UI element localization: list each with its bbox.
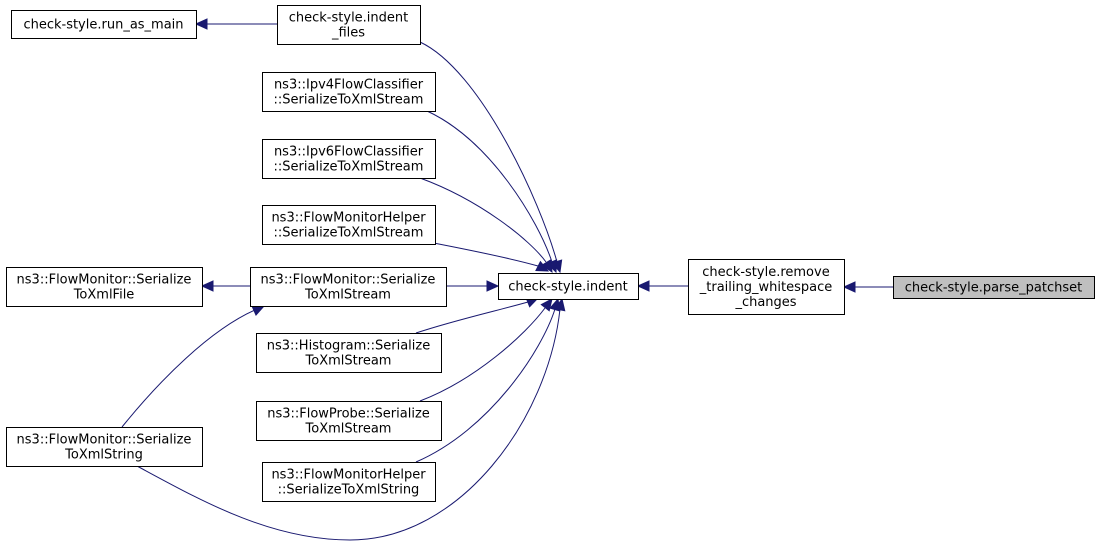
node-box — [262, 72, 436, 112]
node-label-line: ToXmlString — [64, 448, 143, 463]
node-box — [277, 5, 421, 45]
edge-fm_stream-to-fm_string — [121, 305, 266, 428]
edges-layer — [121, 18, 893, 541]
nodes-layer: check-style.run_as_main check-style.inden… — [6, 5, 1095, 502]
node-label-line: check-style.run_as_main — [23, 18, 183, 33]
node-box — [498, 273, 639, 300]
node-box — [256, 401, 442, 441]
node-label-line: ns3::FlowMonitor::Serialize — [261, 273, 436, 288]
node-label-line: _changes — [734, 295, 796, 310]
node-fmhelper_stream[interactable]: ns3::FlowMonitorHelper::SerializeToXmlSt… — [262, 205, 436, 245]
edge-indent-to-ipv4_serialize — [426, 110, 558, 274]
node-box — [262, 462, 436, 502]
node-fmhelper_string[interactable]: ns3::FlowMonitorHelper::SerializeToXmlSt… — [262, 462, 436, 502]
node-label-line: ToXmlStream — [304, 288, 391, 303]
edge-indent-to-fmhelper_stream — [417, 239, 550, 272]
node-ipv4_serialize[interactable]: ns3::Ipv4FlowClassifier::SerializeToXmlS… — [262, 72, 436, 112]
node-label-line: ns3::Ipv6FlowClassifier — [274, 145, 424, 160]
node-label-line: ToXmlFile — [73, 288, 135, 303]
node-label-line: check-style.indent — [289, 11, 409, 26]
node-box — [6, 427, 203, 467]
node-label-line: ::SerializeToXmlString — [278, 483, 420, 498]
node-histogram[interactable]: ns3::Histogram::SerializeToXmlStream — [256, 333, 442, 373]
node-label-line: _files — [331, 26, 365, 41]
edge-indent-to-fm_string — [136, 297, 566, 541]
edge-fm_stream-to-fm_file — [200, 280, 250, 292]
edge-remove_ws-to-indent — [636, 280, 688, 292]
edge-indent-to-flowprobe — [419, 298, 553, 402]
node-box — [250, 267, 447, 307]
node-label-line: ns3::FlowMonitorHelper — [271, 468, 426, 483]
edge-indent_files-to-run_as_main — [194, 18, 277, 30]
node-label-line: ns3::Histogram::Serialize — [267, 339, 430, 354]
edge-indent-to-indent_files — [419, 41, 563, 274]
edge-parse_patchset-to-remove_ws — [842, 281, 893, 293]
node-run_as_main[interactable]: check-style.run_as_main — [11, 10, 197, 39]
node-label-line: ::SerializeToXmlStream — [274, 93, 424, 108]
node-label-line: check-style.parse_patchset — [905, 281, 1082, 296]
node-box — [11, 10, 197, 39]
node-remove_ws[interactable]: check-style.remove_trailing_whitespace_c… — [688, 259, 845, 315]
node-box — [688, 259, 845, 315]
node-label-line: check-style.remove — [702, 265, 829, 280]
node-flowprobe[interactable]: ns3::FlowProbe::SerializeToXmlStream — [256, 401, 442, 441]
node-label-line: ToXmlStream — [305, 354, 392, 369]
node-box — [893, 276, 1095, 299]
node-label-line: ::SerializeToXmlStream — [274, 160, 424, 175]
node-label-line: ns3::Ipv4FlowClassifier — [274, 78, 424, 93]
node-fm_string[interactable]: ns3::FlowMonitor::SerializeToXmlString — [6, 427, 203, 467]
node-indent[interactable]: check-style.indent — [498, 273, 639, 300]
node-label-line: ns3::FlowMonitor::Serialize — [17, 273, 192, 288]
edge-indent-to-ipv6_serialize — [419, 177, 553, 274]
node-box — [262, 139, 436, 179]
node-parse_patchset[interactable]: check-style.parse_patchset — [893, 276, 1095, 299]
edge-indent-to-fm_stream — [446, 280, 500, 292]
node-label-line: ns3::FlowProbe::Serialize — [267, 407, 430, 422]
node-box — [256, 333, 442, 373]
node-label-line: ToXmlStream — [305, 422, 392, 437]
node-ipv6_serialize[interactable]: ns3::Ipv6FlowClassifier::SerializeToXmlS… — [262, 139, 436, 179]
node-label-line: _trailing_whitespace — [699, 280, 832, 295]
node-label-line: ns3::FlowMonitor::Serialize — [17, 433, 192, 448]
node-fm_stream[interactable]: ns3::FlowMonitor::SerializeToXmlStream — [250, 267, 447, 307]
node-label-line: ns3::FlowMonitorHelper — [271, 211, 426, 226]
node-box — [6, 267, 203, 307]
node-label-line: check-style.indent — [508, 280, 628, 295]
node-label-line: ::SerializeToXmlStream — [274, 226, 424, 241]
node-indent_files[interactable]: check-style.indent_files — [277, 5, 421, 45]
node-box — [262, 205, 436, 245]
